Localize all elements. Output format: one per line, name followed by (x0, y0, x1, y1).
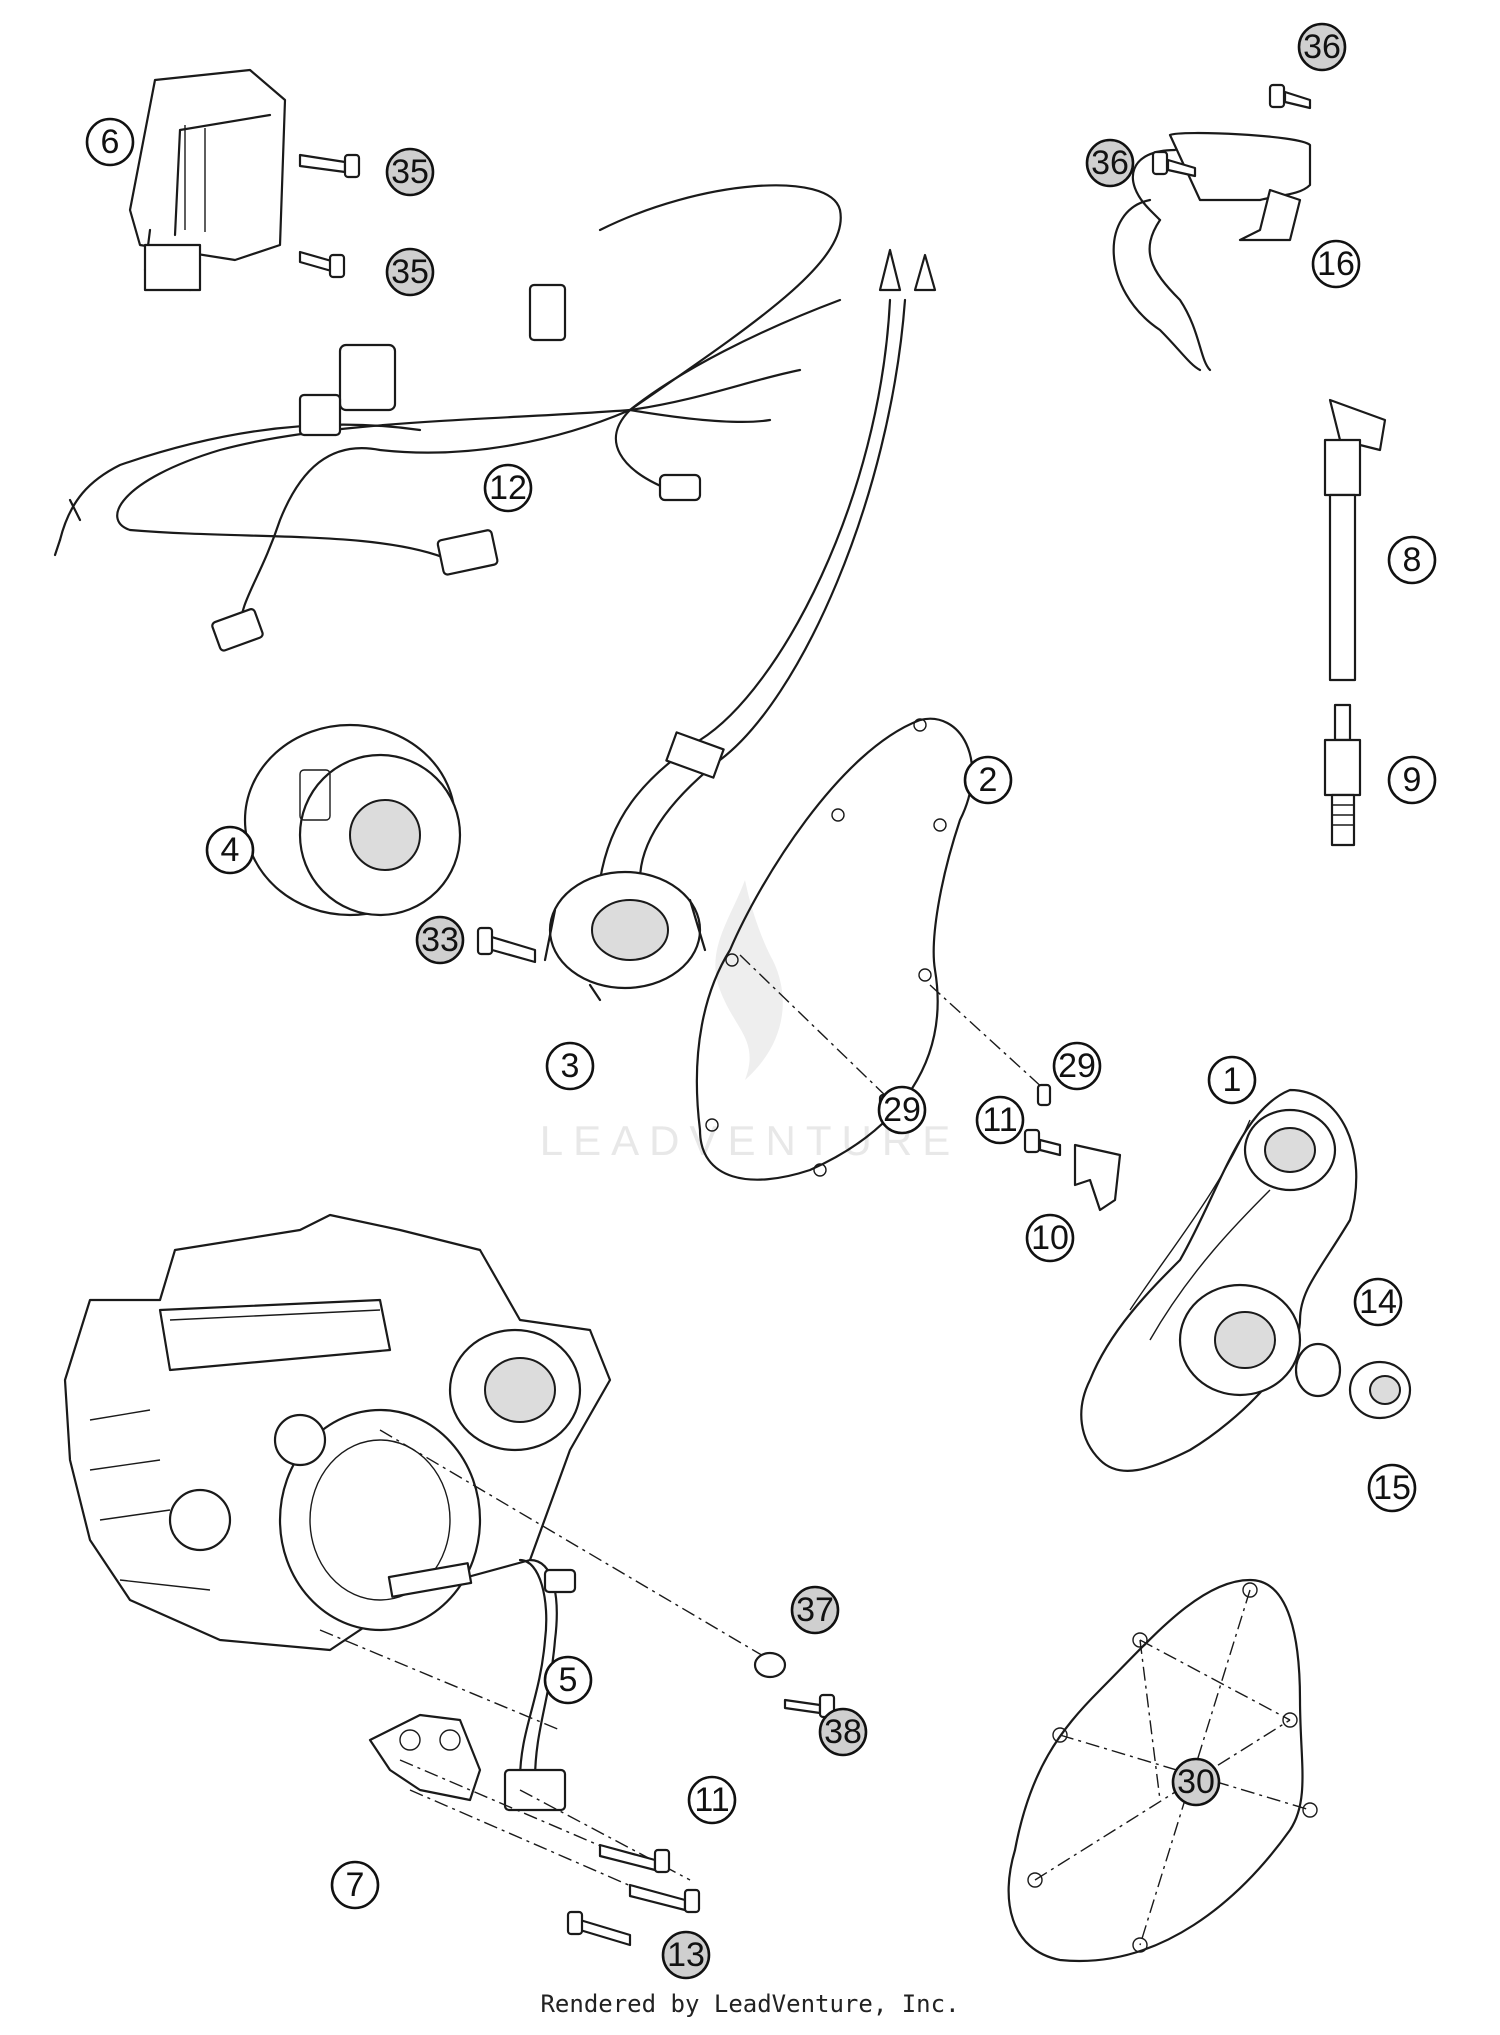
callout-29-left: 29 (877, 1085, 927, 1135)
footer-credit: Rendered by LeadVenture, Inc. (540, 1990, 960, 2018)
callout-11-lower: 11 (687, 1775, 737, 1825)
callout-15: 15 (1367, 1463, 1417, 1513)
callout-5-label: 5 (559, 1661, 578, 1699)
callout-4: 4 (205, 825, 255, 875)
callout-12: 12 (483, 463, 533, 513)
part-stator (543, 248, 937, 1002)
part-spark-plug (1323, 703, 1362, 847)
part-flywheel (243, 723, 537, 964)
callout-35-lower: 35 (385, 247, 435, 297)
callout-30-label: 30 (1177, 1763, 1215, 1801)
callout-11-lower-label: 11 (694, 1781, 729, 1819)
callout-1: 1 (1207, 1055, 1257, 1105)
callouts: 1 2 3 4 5 6 7 8 9 10 11 11 12 13 14 15 1… (85, 22, 1437, 1980)
callout-29-left-label: 29 (883, 1091, 921, 1129)
callout-2: 2 (963, 755, 1013, 805)
callout-11-upper: 11 (975, 1095, 1025, 1145)
callout-36-top: 36 (1297, 22, 1347, 72)
callout-30: 30 (1171, 1757, 1221, 1807)
callout-33-label: 33 (421, 921, 459, 959)
callout-8: 8 (1387, 535, 1437, 585)
callout-13: 13 (661, 1930, 711, 1980)
callout-4-label: 4 (221, 831, 240, 869)
callout-35-upper: 35 (385, 147, 435, 197)
callout-7-label: 7 (346, 1866, 365, 1904)
callout-35-lower-label: 35 (391, 253, 429, 291)
callout-9: 9 (1387, 755, 1437, 805)
callout-8-label: 8 (1403, 541, 1422, 579)
callout-1-label: 1 (1223, 1061, 1242, 1099)
callout-29-right: 29 (1052, 1041, 1102, 1091)
callout-29-right-label: 29 (1058, 1047, 1096, 1085)
callout-36-left: 36 (1085, 138, 1135, 188)
callout-6: 6 (85, 117, 135, 167)
callout-14-label: 14 (1359, 1283, 1397, 1321)
callout-6-label: 6 (101, 123, 120, 161)
callout-36-left-label: 36 (1091, 144, 1129, 182)
part-ignition-cover (1023, 1088, 1412, 1472)
callout-14: 14 (1353, 1277, 1403, 1327)
callout-3-label: 3 (561, 1047, 580, 1085)
callout-10: 10 (1025, 1213, 1075, 1263)
callout-13-label: 13 (667, 1936, 705, 1974)
part-ecu-box (128, 68, 361, 292)
callout-16-label: 16 (1317, 245, 1355, 283)
callout-10-label: 10 (1031, 1219, 1069, 1257)
part-ignition-coil (1112, 83, 1312, 372)
part-wiring-harness (53, 184, 842, 652)
callout-2-label: 2 (979, 761, 998, 799)
part-crankcase (63, 1213, 771, 1731)
part-gasket-30 (1007, 1578, 1318, 1963)
callout-7: 7 (330, 1860, 380, 1910)
callout-35-upper-label: 35 (391, 153, 429, 191)
callout-37-label: 37 (796, 1591, 834, 1629)
callout-38-label: 38 (824, 1713, 862, 1751)
callout-5: 5 (543, 1655, 593, 1705)
part-plug-connector (1323, 398, 1387, 682)
callout-11-upper-label: 11 (982, 1101, 1017, 1139)
callout-16: 16 (1311, 239, 1361, 289)
callout-9-label: 9 (1403, 761, 1422, 799)
callout-12-label: 12 (489, 469, 527, 507)
callout-37: 37 (790, 1585, 840, 1635)
callout-15-label: 15 (1373, 1469, 1411, 1507)
callout-36-top-label: 36 (1303, 28, 1341, 66)
part-sensor-bracket (368, 1558, 836, 1947)
callout-3: 3 (545, 1041, 595, 1091)
callout-38: 38 (818, 1707, 868, 1757)
callout-33: 33 (415, 915, 465, 965)
